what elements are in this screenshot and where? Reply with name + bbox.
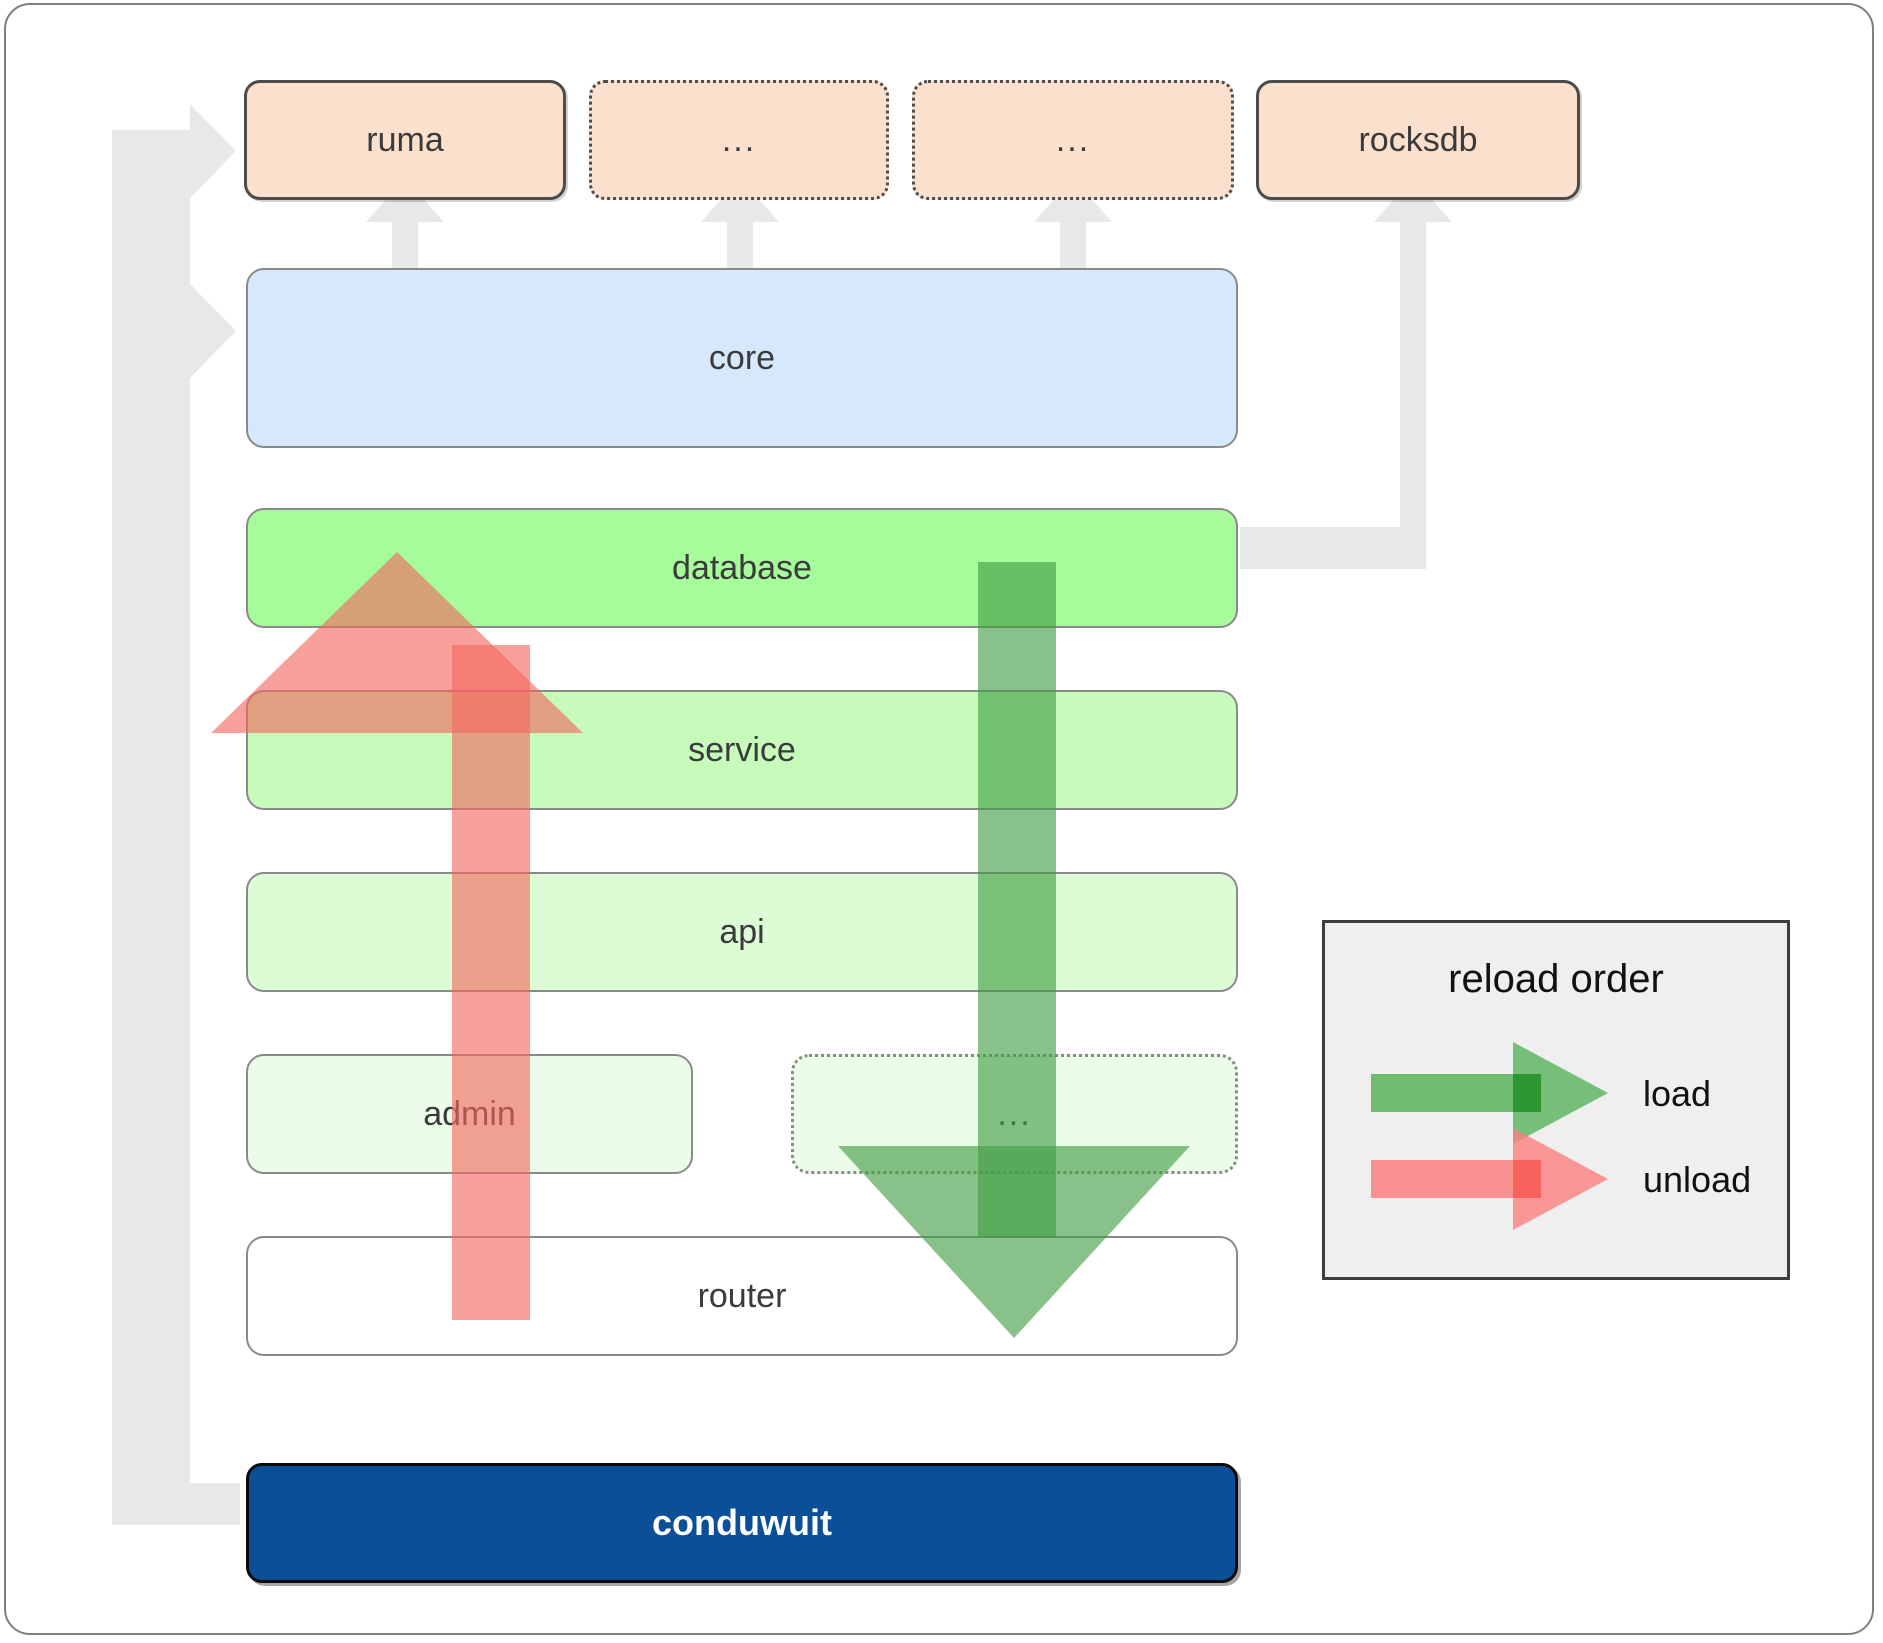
layer-more-label: ... [997, 1094, 1032, 1133]
legend-label-load: load [1643, 1073, 1712, 1114]
crate-more-2[interactable]: ... [912, 80, 1234, 200]
layer-router-label: router [697, 1276, 787, 1315]
layer-database[interactable]: database [246, 508, 1238, 628]
legend-label-unload: unload [1643, 1159, 1752, 1200]
layer-router[interactable]: router [246, 1236, 1238, 1356]
layer-more[interactable]: ... [791, 1054, 1238, 1174]
crate-more-2-label: ... [1055, 120, 1091, 159]
crate-more-1-label: ... [721, 120, 757, 159]
crate-ruma-label: ruma [366, 120, 444, 159]
crate-more-1[interactable]: ... [589, 80, 889, 200]
diagram-frame [4, 3, 1874, 1635]
layer-service[interactable]: service [246, 690, 1238, 810]
legend-unload-arrow-icon [1371, 1128, 1608, 1230]
layer-core-label: core [708, 338, 776, 377]
legend-load-arrow-icon [1371, 1042, 1608, 1144]
layer-api[interactable]: api [246, 872, 1238, 992]
binary-conduwuit[interactable]: conduwuit [246, 1463, 1238, 1583]
layer-database-label: database [672, 548, 812, 587]
crate-rocksdb-label: rocksdb [1358, 120, 1478, 159]
layer-service-label: service [688, 730, 796, 769]
layer-admin-label: admin [423, 1094, 516, 1133]
layer-core[interactable]: core [246, 268, 1238, 448]
crate-rocksdb[interactable]: rocksdb [1256, 80, 1580, 200]
crate-ruma[interactable]: ruma [244, 80, 566, 200]
legend-panel: reload order load unload [1322, 920, 1790, 1280]
legend-title: reload order [1448, 957, 1664, 1001]
binary-conduwuit-label: conduwuit [652, 1502, 832, 1543]
layer-api-label: api [719, 912, 765, 951]
layer-admin[interactable]: admin [246, 1054, 693, 1174]
